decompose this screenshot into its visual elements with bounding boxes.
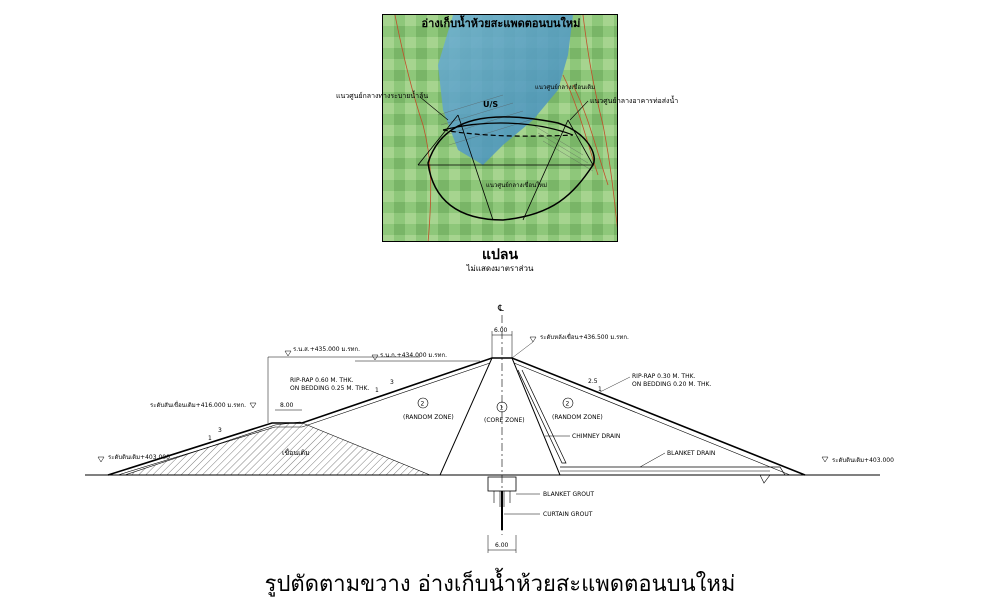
chimney-drain	[517, 369, 567, 464]
max-water-level: ร.น.ส.+435.000 ม.รทก.	[293, 346, 360, 353]
zone-core-num: 1	[500, 405, 504, 412]
riprap-ds-2: ON BEDDING 0.20 M. THK.	[632, 381, 711, 388]
label-new-dam-axis: แนวศูนย์กลางเขื่อนใหม่	[486, 181, 547, 189]
old-dam-axis-line	[442, 129, 574, 137]
blanket-drain-label: BLANKET DRAIN	[667, 450, 715, 457]
slope-ds-h: 2.5	[588, 378, 598, 385]
blanket-grout-label: BLANKET GROUT	[543, 491, 594, 498]
figure-caption: รูปตัดตามขวาง อ่างเก็บน้ำห้วยสะแพดตอนบนใ…	[264, 572, 736, 597]
curtain-grout-label: CURTAIN GROUT	[543, 511, 593, 518]
plan-subtitle: ไม่แสดงมาตราส่วน	[466, 264, 534, 273]
riprap-upstream	[117, 362, 491, 476]
slope-us-upper-v: 1	[375, 387, 379, 394]
centerline-mark: ℄	[497, 304, 504, 314]
dam-crest-line	[442, 122, 574, 136]
old-dam-crest: ระดับสันเขื่อนเดิม+416.000 ม.รทก.	[150, 401, 246, 409]
plan-title: อ่างเก็บน้ำห้วยสะแพดตอนบนใหม่	[422, 15, 581, 30]
normal-water-level: ร.น.ก.+434.000 ม.รทก.	[380, 352, 447, 359]
riprap-us-1: RIP-RAP 0.60 M. THK.	[290, 377, 354, 384]
riprap-ds-1: RIP-RAP 0.30 M. THK.	[632, 373, 696, 380]
plan-map: อ่างเก็บน้ำห้วยสะแพดตอนบนใหม่ U/S แนวศูน…	[382, 14, 618, 242]
contour-lines	[394, 15, 617, 241]
riprap-downstream	[513, 362, 791, 476]
blanket-drain	[560, 466, 786, 476]
berm-width: 8.00	[280, 402, 294, 409]
axis-lines	[417, 114, 594, 221]
ground-left: ระดับดินเดิม+403.000	[108, 454, 170, 461]
label-outlet-axis: แนวศูนย์กลางอาคารท่อส่งน้ำ	[590, 94, 678, 105]
zone-core: (CORE ZONE)	[484, 417, 525, 424]
core-zone	[439, 357, 561, 476]
slope-ds-v: 1	[598, 386, 602, 393]
riprap-us-2: ON BEDDING 0.25 M. THK.	[290, 385, 369, 392]
slope-us-lower-h: 3	[218, 427, 222, 434]
reservoir-water	[438, 15, 573, 165]
dam-outer-profile	[107, 357, 806, 476]
toe-drain	[759, 474, 771, 484]
plan-name: แปลน	[481, 247, 519, 263]
grout-lines	[493, 491, 511, 507]
plan-map-svg: อ่างเก็บน้ำห้วยสะแพดตอนบนใหม่ U/S แนวศูน…	[383, 15, 617, 241]
label-spillway-axis: แนวศูนย์กลางทางระบายน้ำล้น	[336, 89, 428, 100]
slope-us-upper-h: 3	[390, 379, 394, 386]
old-dam-hatch	[124, 421, 431, 476]
ground-right: ระดับดินเดิม+403.000	[832, 457, 894, 464]
zone-random-num-right: 2	[566, 401, 570, 408]
chimney-drain-label: CHIMNEY DRAIN	[572, 433, 620, 440]
old-dam-label: เขื่อนเดิม	[282, 448, 310, 457]
zone-random-left: (RANDOM ZONE)	[403, 414, 454, 421]
cross-section: เขื่อนเดิม ℄ 6.00 8.00 BLANKET GROUT CUR…	[85, 304, 894, 553]
base-width: 6.00	[495, 542, 509, 549]
crest-level: ระดับหลังเขื่อน+436.500 ม.รทก.	[540, 333, 629, 341]
zone-random-right: (RANDOM ZONE)	[552, 414, 603, 421]
zone-random-num-left: 2	[421, 401, 425, 408]
crest-width: 6.00	[494, 327, 508, 334]
label-old-dam-axis: แนวศูนย์กลางเขื่อนเดิม	[535, 83, 595, 91]
label-us: U/S	[483, 100, 498, 109]
slope-us-lower-v: 1	[208, 435, 212, 442]
